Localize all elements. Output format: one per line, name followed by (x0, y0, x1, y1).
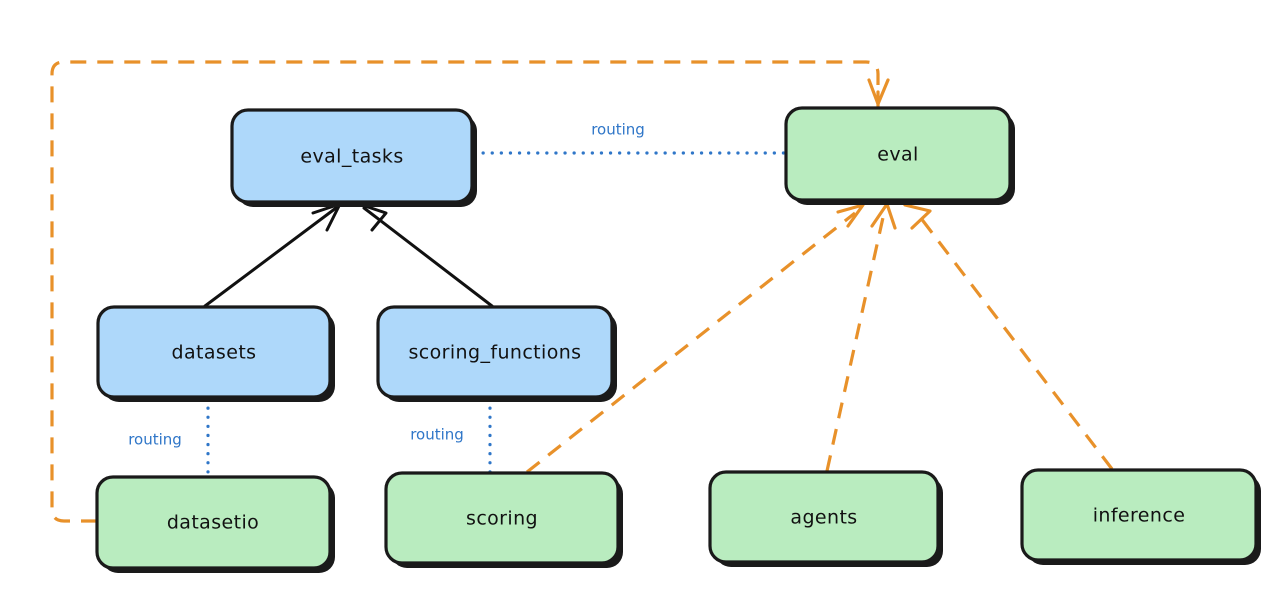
node-datasetio-box[interactable] (95, 475, 332, 570)
node-eval_tasks[interactable]: eval_tasks (230, 108, 477, 207)
edge-group-routing (206, 151, 786, 478)
edge-datasets-to-eval_tasks (203, 206, 338, 308)
edge-label-group: routing routing routing (128, 121, 645, 449)
node-datasets-box[interactable] (96, 305, 332, 399)
edge-agents-to-eval (825, 212, 886, 472)
node-agents-box[interactable] (708, 470, 940, 564)
arrowhead-inference-to-eval (903, 203, 932, 230)
node-datasets[interactable]: datasets (96, 305, 335, 402)
edge-datasetio-to-eval (50, 60, 880, 523)
edge-inference-to-eval (915, 212, 1114, 470)
edge-group-dependency (50, 60, 1114, 523)
edge-scoring-to-eval (526, 211, 856, 474)
node-agents[interactable]: agents (708, 470, 943, 567)
node-eval_tasks-box[interactable] (230, 108, 474, 204)
node-eval[interactable]: eval (784, 106, 1015, 205)
node-inference-label: inference (1093, 505, 1186, 527)
node-scoring_functions[interactable]: scoring_functions (376, 305, 617, 402)
node-datasets-label: datasets (172, 342, 257, 364)
edge-scoring_functions-to-eval_tasks (362, 206, 494, 308)
node-agents-label: agents (790, 507, 857, 529)
edge-label-routing-scoring_functions-scoring: routing (410, 426, 464, 444)
edge-label-routing-datasets-datasetio: routing (128, 431, 182, 449)
node-inference[interactable]: inference (1020, 468, 1261, 565)
edge-label-routing-eval_tasks-eval: routing (591, 121, 645, 139)
arrowhead-agents-to-eval (870, 202, 897, 230)
node-datasetio-label: datasetio (167, 512, 259, 534)
node-inference-box[interactable] (1020, 468, 1258, 562)
node-eval_tasks-label: eval_tasks (300, 146, 403, 168)
node-eval-label: eval (877, 144, 918, 166)
node-scoring[interactable]: scoring (384, 471, 623, 568)
node-scoring_functions-box[interactable] (376, 305, 614, 399)
node-scoring-box[interactable] (384, 471, 620, 565)
edge-group-composition (203, 202, 494, 308)
node-datasetio[interactable]: datasetio (95, 475, 335, 573)
node-eval-box[interactable] (784, 106, 1012, 202)
node-scoring-label: scoring (466, 508, 538, 530)
node-scoring_functions-label: scoring_functions (409, 342, 582, 364)
